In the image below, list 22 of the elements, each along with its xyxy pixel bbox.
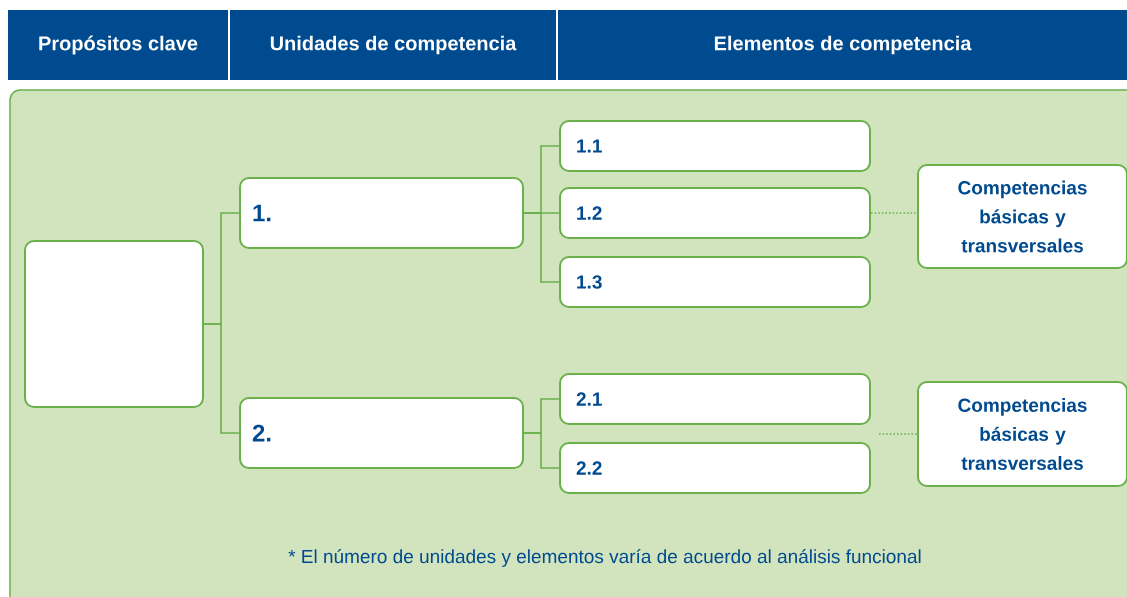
competency-box: Competencias básicas y transversales	[917, 164, 1127, 269]
header-cell: Propósitos clave	[8, 10, 228, 80]
dotted-line	[870, 212, 918, 214]
dotted-line	[878, 433, 918, 435]
element-box: 1.3	[559, 256, 871, 308]
header-cell: Elementos de competencia	[558, 10, 1127, 80]
empty-box	[24, 240, 204, 408]
element-box: 1.1	[559, 120, 871, 172]
node-label: Elementos de competencia	[714, 35, 972, 55]
footnote: * El número de unidades y elementos varía de acuerdo al análisis funcional	[288, 549, 921, 567]
element-box: 1.2	[559, 187, 871, 239]
connector-line	[203, 323, 240, 434]
connector-line	[523, 212, 560, 283]
header-cell: Unidades de competencia	[230, 10, 556, 80]
node-label: Unidades de competencia	[270, 35, 517, 55]
connector-line	[523, 432, 560, 469]
unit-box: 1.	[239, 177, 524, 249]
element-box: 2.2	[559, 442, 871, 494]
competency-box: Competencias básicas y transversales	[917, 381, 1127, 487]
element-box: 2.1	[559, 373, 871, 425]
unit-box: 2.	[239, 397, 524, 469]
node-label: Propósitos clave	[39, 35, 198, 55]
